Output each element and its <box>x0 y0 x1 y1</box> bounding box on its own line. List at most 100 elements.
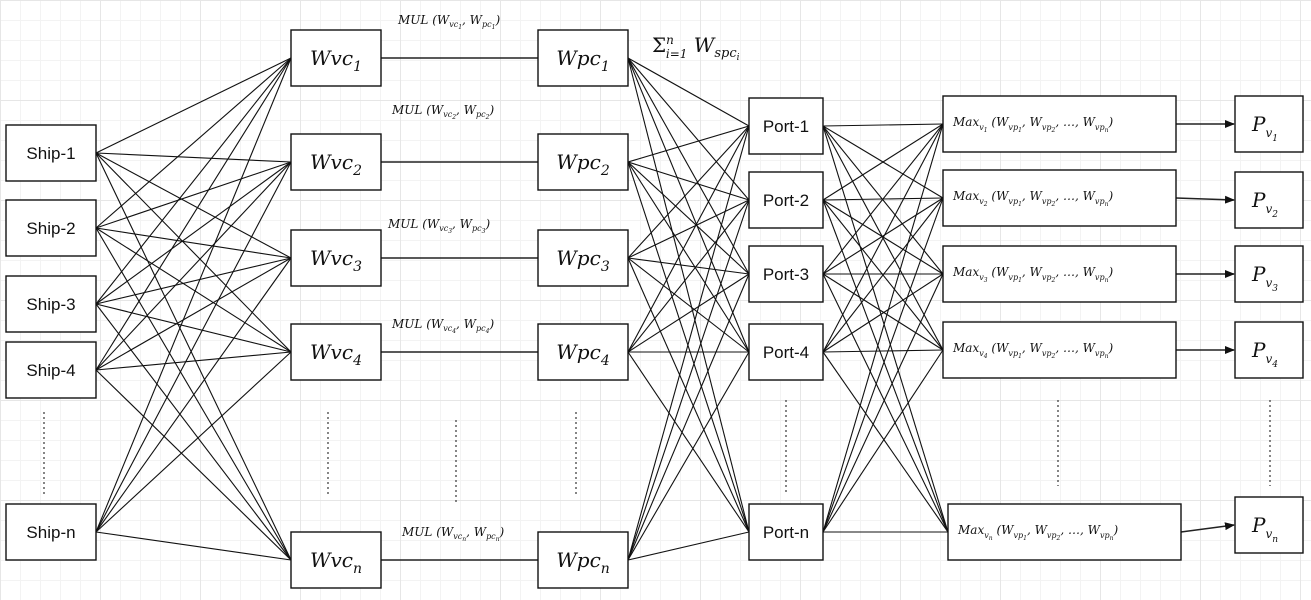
pv-node-box <box>1234 171 1304 229</box>
wvc-node: Wvc1 <box>290 29 382 87</box>
edge-ship-wvc <box>95 257 292 533</box>
max-node: Maxv1 (Wvp1, Wvp2, …, Wvpn) <box>942 95 1177 153</box>
port-node-box <box>748 245 824 303</box>
pv-node-box <box>1234 95 1304 153</box>
port-node-box <box>748 171 824 229</box>
wpc-node: Wpc3 <box>537 229 629 287</box>
port-label: Port-4 <box>763 343 809 362</box>
pv-node-box <box>1234 245 1304 303</box>
edge-wpc-port <box>627 57 750 533</box>
edge-wpc-port <box>627 161 750 275</box>
edge-ship-wvc <box>95 303 292 353</box>
wpc-node: Wpc4 <box>537 323 629 381</box>
edge-port-max <box>822 123 944 275</box>
edge-ship-wvc <box>95 57 292 533</box>
edge-ship-wvc <box>95 531 292 561</box>
edge-wpc-port <box>627 57 750 275</box>
wvc-node-box <box>290 29 382 87</box>
edge-wpc-port <box>627 57 750 353</box>
edge-port-max <box>822 123 944 353</box>
pv-node: Pv4 <box>1234 321 1304 379</box>
ship-node: Ship-3 <box>5 275 97 333</box>
edge-port-max <box>822 123 944 127</box>
edge-ship-wvc <box>95 369 292 561</box>
edge-wpc-port <box>627 125 750 163</box>
ship-node-box <box>5 503 97 561</box>
ship-label: Ship-3 <box>26 295 75 314</box>
wvc-node-label: Wvc3 <box>310 246 362 275</box>
edge-ship-wvc <box>95 161 292 533</box>
max-node-box <box>942 321 1177 379</box>
max-label: Maxv2 (Wvp1, Wvp2, …, Wvpn) <box>952 189 1113 208</box>
edge-ship-wvc <box>95 351 292 533</box>
pv-label: Pv3 <box>1251 262 1278 294</box>
edge-ship-wvc <box>95 257 292 305</box>
edge-wpc-port <box>627 57 750 127</box>
edge-wpc-port <box>627 531 750 561</box>
wpc-node-box <box>537 133 629 191</box>
port-label: Port-1 <box>763 117 809 136</box>
edge-ship-wvc <box>95 161 292 371</box>
pv-node: Pv3 <box>1234 245 1304 303</box>
port-label: Port-n <box>763 523 809 542</box>
wpc-node-label: Wpc1 <box>556 46 609 75</box>
ship-node: Ship-n <box>5 503 97 561</box>
edge-port-max <box>822 123 944 201</box>
edge-ship-wvc <box>95 152 292 561</box>
edge-wpc-port <box>627 273 750 353</box>
wvc-node: Wvcn <box>290 531 382 589</box>
edge-wpc-port <box>627 257 750 353</box>
edge-ship-wvc <box>95 227 292 259</box>
ship-label: Ship-2 <box>26 219 75 238</box>
edge-wpc-port <box>627 199 750 561</box>
edge-port-max <box>822 125 949 533</box>
mul-label: MUL (Wvcn, Wpcn) <box>401 525 505 543</box>
wvc-node: Wvc2 <box>290 133 382 191</box>
wvc-node-label: Wvcn <box>310 548 362 577</box>
edge-wpc-port <box>627 161 750 533</box>
edge-ship-wvc <box>95 227 292 353</box>
edge-port-max <box>822 199 949 533</box>
edge-ship-wvc <box>95 161 292 305</box>
max-node-box <box>942 95 1177 153</box>
max-label: Maxvn (Wvp1, Wvp2, …, Wvpn) <box>957 523 1118 542</box>
wvc-node-label: Wvc1 <box>310 46 362 75</box>
edge-wpc-port <box>627 57 750 201</box>
ship-label: Ship-n <box>26 523 75 542</box>
pv-node: Pvn <box>1234 496 1304 554</box>
wpc-node-box <box>537 29 629 87</box>
edge-wpc-port <box>627 273 750 561</box>
port-node-box <box>748 97 824 155</box>
port-node: Port-2 <box>748 171 824 229</box>
port-node: Port-1 <box>748 97 824 155</box>
edge-port-max <box>822 273 949 533</box>
ship-node-box <box>5 275 97 333</box>
edge-wpc-port <box>627 199 750 353</box>
port-node: Port-4 <box>748 323 824 381</box>
max-node-box <box>942 169 1177 227</box>
wvc-node: Wvc3 <box>290 229 382 287</box>
pv-label: Pv1 <box>1251 112 1278 144</box>
edge-wpc-port <box>627 161 750 201</box>
mul-label: MUL (Wvc1, Wpc1) <box>397 13 500 31</box>
edge-wpc-port <box>627 351 750 533</box>
max-node-box <box>942 245 1177 303</box>
edge-ship-wvc <box>95 152 292 259</box>
max-node: Maxv3 (Wvp1, Wvp2, …, Wvpn) <box>942 245 1177 303</box>
edge-wpc-port <box>627 257 750 533</box>
edge-ship-wvc <box>95 161 292 229</box>
wvc-node-box <box>290 229 382 287</box>
ship-node-box <box>5 199 97 257</box>
wpc-node-box <box>537 229 629 287</box>
arrow-max-to-pv <box>1180 522 1235 533</box>
pv-node-box <box>1234 496 1304 554</box>
wpc-node: Wpc1 <box>537 29 629 87</box>
edge-wpc-port <box>627 351 750 561</box>
mul-label: MUL (Wvc3, Wpc3) <box>387 217 490 235</box>
edge-port-max <box>822 351 949 533</box>
ship-node-box <box>5 124 97 182</box>
edge-wpc-port <box>627 125 750 259</box>
edge-port-max <box>822 197 944 533</box>
